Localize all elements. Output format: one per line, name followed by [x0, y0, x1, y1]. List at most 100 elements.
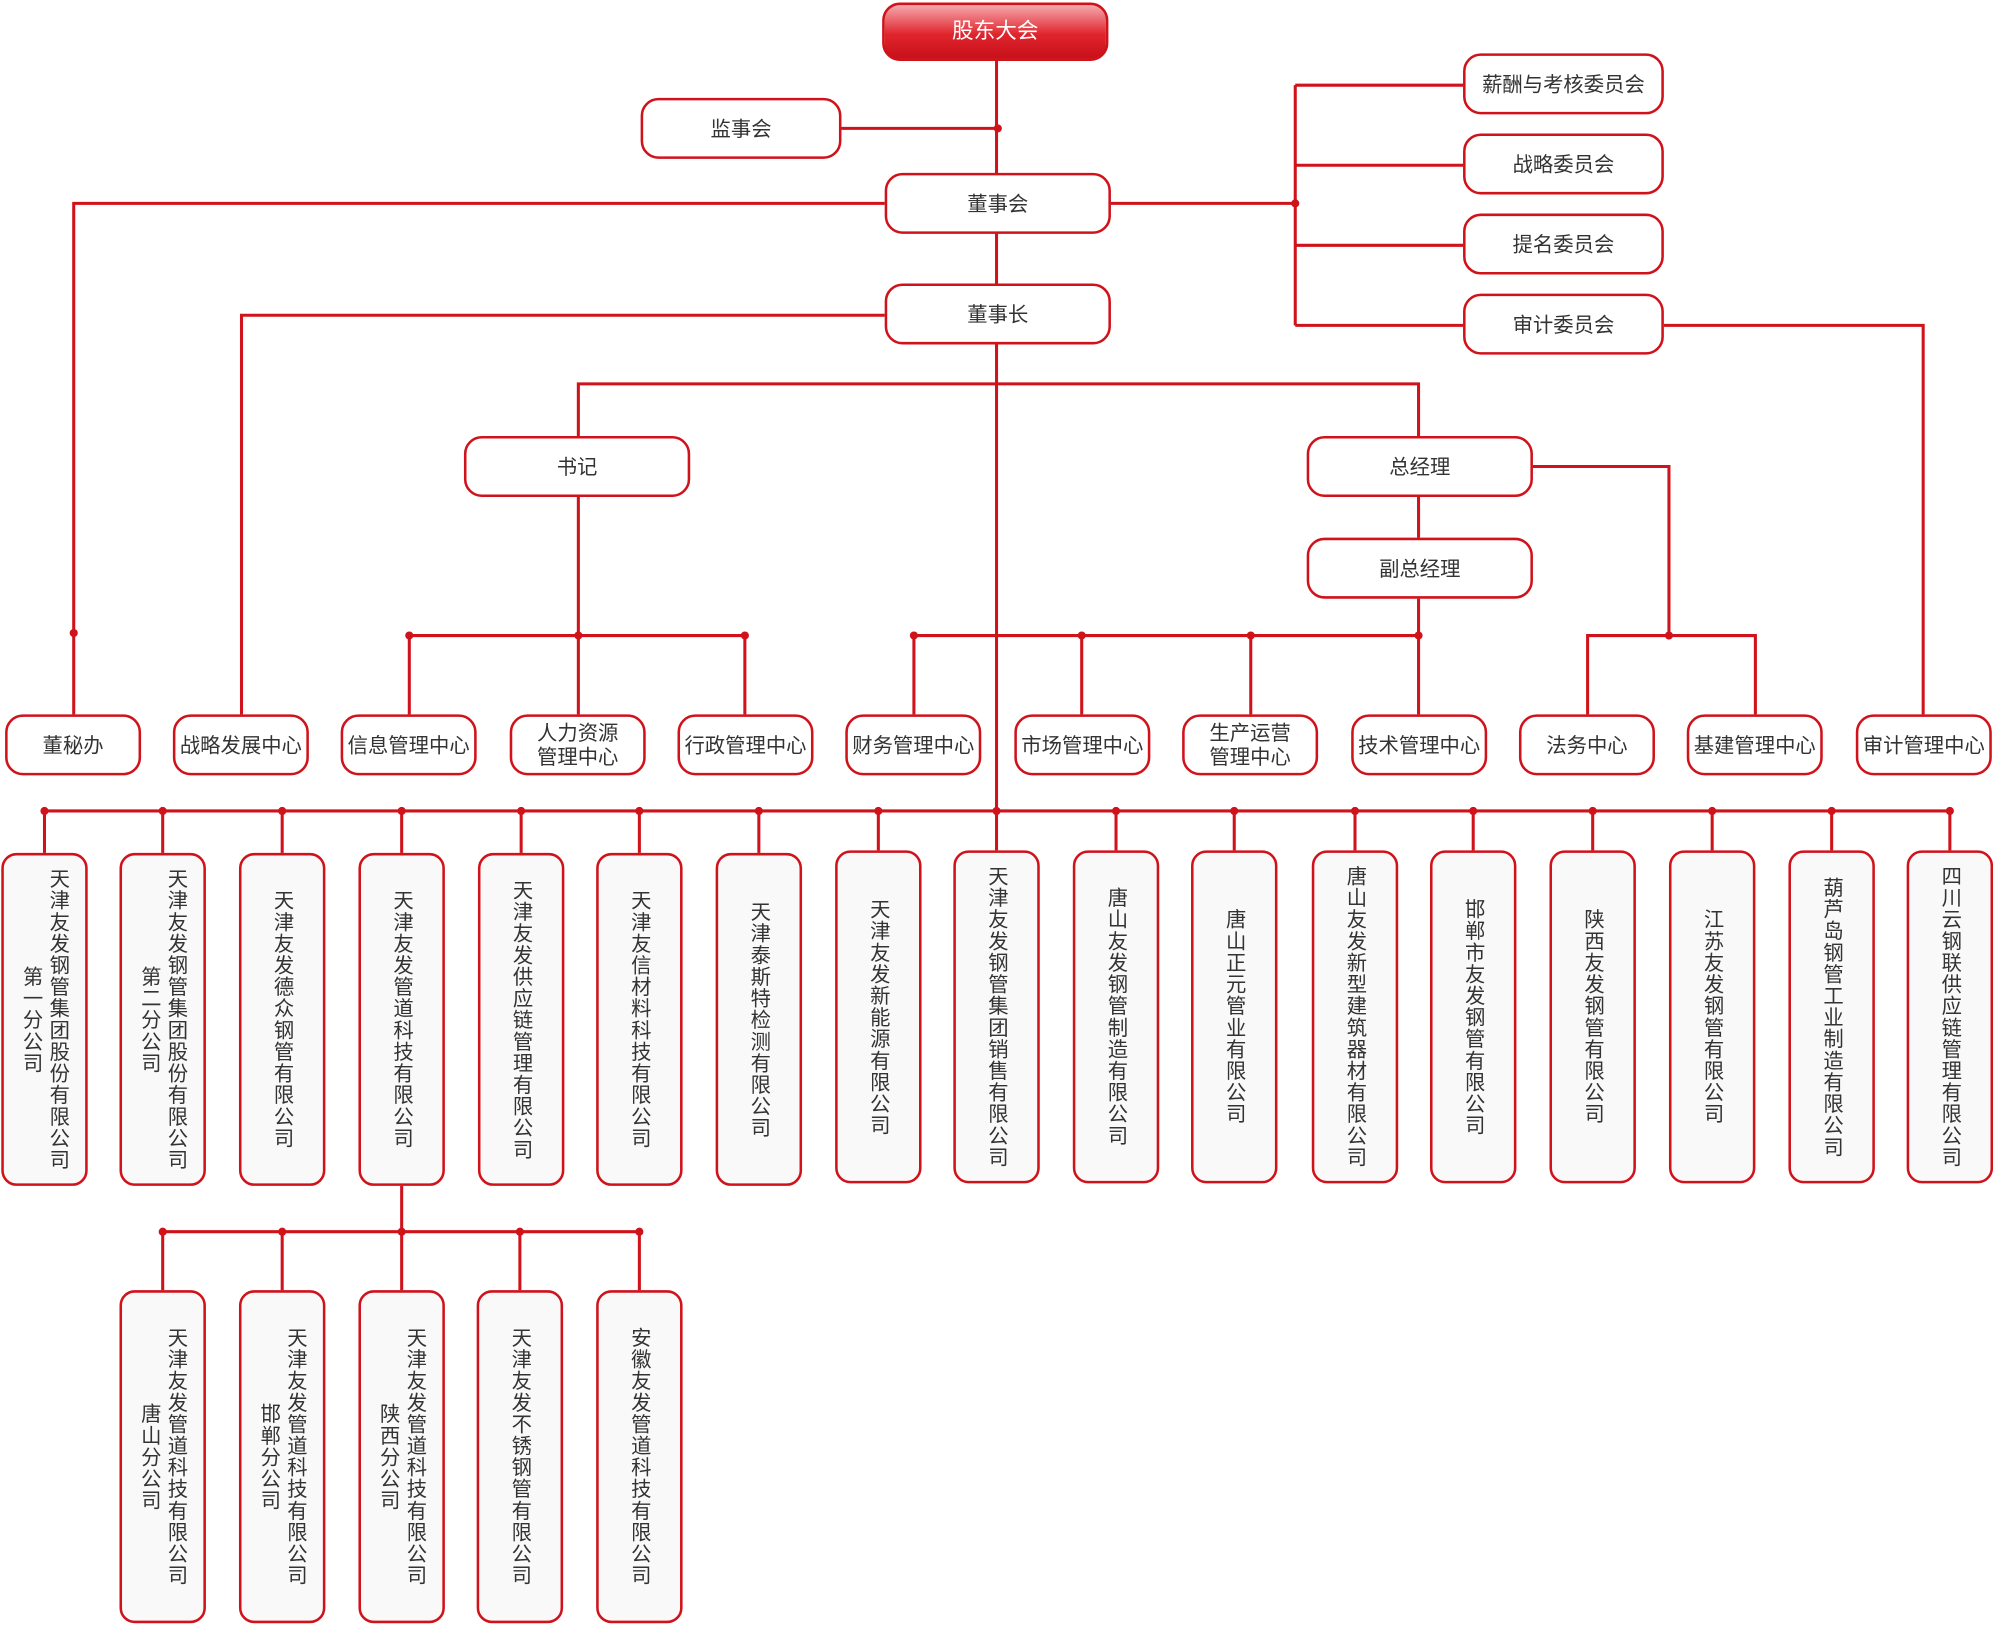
junction-dot	[69, 628, 78, 638]
junction-dot	[1945, 806, 1954, 816]
company-11[interactable]: 唐山友发新型建筑器材有限公司	[1311, 850, 1399, 1184]
party-secretary-label: 书记	[556, 454, 598, 479]
connector	[912, 634, 1419, 715]
company-10[interactable]: 唐山正元管业有限公司	[1191, 850, 1278, 1184]
department-11[interactable]: 审计管理中心	[1855, 714, 1992, 776]
company-0[interactable]: 天津友发钢管集团股份有限公司 第一分公司	[1, 852, 88, 1186]
subsidiary-0[interactable]: 天津友发管道科技有限公司 唐山分公司	[119, 1290, 206, 1624]
department-3[interactable]: 人力资源 管理中心	[509, 714, 646, 776]
subsidiary-3[interactable]: 天津友发不锈钢管有限公司	[476, 1290, 564, 1624]
junction-dot	[397, 806, 406, 816]
chairman-label: 董事长	[967, 301, 1029, 327]
junction-dot	[1350, 806, 1360, 816]
connector	[1586, 634, 1757, 715]
general-manager[interactable]: 总经理	[1306, 435, 1533, 498]
junction-dot	[397, 1227, 406, 1236]
junction-dot	[1414, 631, 1423, 640]
committee-1-label: 战略委员会	[1512, 151, 1615, 177]
company-16-label: 四川云钢联供应链管理有限公司	[1937, 865, 1962, 1169]
junction-dot	[158, 1227, 167, 1236]
junction-dot	[1827, 806, 1836, 816]
board-of-supervisors[interactable]: 监事会	[640, 97, 842, 159]
subsidiary-1[interactable]: 天津友发管道科技有限公司 邯郸分公司	[238, 1290, 326, 1624]
department-8[interactable]: 技术管理中心	[1351, 714, 1488, 776]
department-7-label: 生产运营 管理中心	[1209, 720, 1291, 770]
company-4[interactable]: 天津友发供应链管理有限公司	[477, 852, 565, 1186]
subsidiary-2[interactable]: 天津友发管道科技有限公司 陕西分公司	[358, 1290, 445, 1624]
company-12-label: 邯郸市友发钢管有限公司	[1461, 898, 1486, 1136]
department-2-label: 信息管理中心	[347, 732, 470, 757]
board-of-directors-label: 董事会	[967, 191, 1029, 216]
committee-3-label: 审计委员会	[1512, 312, 1615, 337]
board-of-supervisors-label: 监事会	[710, 116, 772, 141]
department-4[interactable]: 行政管理中心	[677, 714, 814, 776]
junction-dot	[158, 806, 167, 816]
department-6-label: 市场管理中心	[1021, 732, 1144, 757]
department-10[interactable]: 基建管理中心	[1686, 714, 1823, 776]
subsidiary-4[interactable]: 安徽友发管道科技有限公司	[596, 1290, 683, 1624]
department-7[interactable]: 生产运营 管理中心	[1182, 714, 1319, 776]
connector	[1532, 464, 1671, 636]
chairman[interactable]: 董事长	[884, 283, 1111, 345]
company-14-label: 江苏友发钢管有限公司	[1700, 908, 1725, 1125]
department-5[interactable]: 财务管理中心	[845, 714, 982, 776]
department-1[interactable]: 战略发展中心	[172, 714, 309, 776]
shareholders-meeting[interactable]: 股东大会	[882, 2, 1109, 62]
company-16[interactable]: 四川云钢联供应链管理有限公司	[1906, 850, 1993, 1184]
junction-dot	[278, 806, 287, 816]
company-8[interactable]: 天津友发钢管集团销售有限公司	[953, 850, 1040, 1184]
committee-2[interactable]: 提名委员会	[1463, 213, 1664, 275]
junction-dot	[909, 631, 918, 640]
department-6[interactable]: 市场管理中心	[1014, 714, 1151, 776]
company-7[interactable]: 天津友发新能源有限公司	[835, 850, 922, 1184]
subsidiary-2-label: 天津友发管道科技有限公司 陕西分公司	[376, 1327, 428, 1587]
connector	[576, 382, 1421, 436]
company-10-label: 唐山正元管业有限公司	[1222, 908, 1247, 1125]
company-9[interactable]: 唐山友发钢管制造有限公司	[1072, 850, 1160, 1184]
department-1-label: 战略发展中心	[179, 732, 302, 757]
junction-dot	[1077, 631, 1086, 640]
junction-dot	[1588, 806, 1597, 816]
department-0[interactable]: 董秘办	[5, 714, 142, 776]
company-13-label: 陕西友发钢管有限公司	[1580, 908, 1605, 1125]
junction-dot	[740, 631, 749, 640]
junction-dot	[993, 124, 1002, 133]
company-0-label: 天津友发钢管集团股份有限公司 第一分公司	[19, 868, 70, 1171]
subsidiary-4-label: 安徽友发管道科技有限公司	[627, 1327, 652, 1587]
company-7-label: 天津友发新能源有限公司	[866, 898, 891, 1136]
company-5[interactable]: 天津友信材料科技有限公司	[596, 852, 683, 1186]
junction-dot	[874, 806, 883, 816]
company-9-label: 唐山友发钢管制造有限公司	[1103, 887, 1129, 1147]
company-1[interactable]: 天津友发钢管集团股份有限公司 第二分公司	[119, 852, 206, 1186]
shareholders-meeting-label: 股东大会	[952, 18, 1039, 44]
deputy-general-manager[interactable]: 副总经理	[1306, 537, 1533, 599]
department-2[interactable]: 信息管理中心	[340, 714, 477, 776]
junction-dot	[1246, 631, 1255, 640]
committee-0[interactable]: 薪酬与考核委员会	[1463, 53, 1664, 115]
company-14[interactable]: 江苏友发钢管有限公司	[1668, 850, 1756, 1184]
subsidiary-1-label: 天津友发管道科技有限公司 邯郸分公司	[256, 1327, 308, 1587]
junction-dot	[635, 1227, 644, 1236]
committee-1[interactable]: 战略委员会	[1463, 133, 1664, 195]
junction-dot	[1469, 806, 1478, 816]
department-9[interactable]: 法务中心	[1518, 714, 1655, 776]
junction-dot	[278, 1227, 287, 1236]
party-secretary[interactable]: 书记	[463, 435, 691, 498]
company-12[interactable]: 邯郸市友发钢管有限公司	[1429, 850, 1517, 1184]
general-manager-label: 总经理	[1389, 454, 1451, 479]
company-6[interactable]: 天津泰斯特检测有限公司	[715, 852, 803, 1186]
committee-0-label: 薪酬与考核委员会	[1482, 71, 1645, 96]
company-13[interactable]: 陕西友发钢管有限公司	[1549, 850, 1636, 1184]
department-5-label: 财务管理中心	[852, 732, 975, 757]
committee-3[interactable]: 审计委员会	[1463, 293, 1664, 355]
company-3-label: 天津友发管道科技有限公司	[389, 889, 414, 1150]
board-of-directors[interactable]: 董事会	[884, 172, 1111, 234]
junction-dot	[754, 806, 763, 816]
company-3[interactable]: 天津友发管道科技有限公司	[358, 852, 445, 1186]
company-6-label: 天津泰斯特检测有限公司	[746, 900, 771, 1139]
connector	[1663, 323, 1925, 715]
junction-dot	[515, 1227, 524, 1236]
company-2[interactable]: 天津友发德众钢管有限公司	[238, 852, 326, 1186]
company-15[interactable]: 葫芦岛钢管工业制造有限公司	[1788, 850, 1875, 1184]
